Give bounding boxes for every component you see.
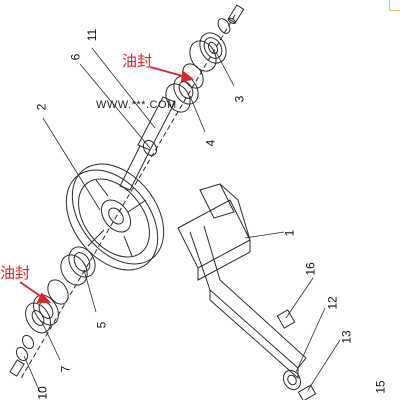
bearing-7 [25,279,69,334]
part-number-11: 11 [85,28,100,42]
part-number-13: 13 [339,330,354,344]
oil-seal-label-left: 油封 [0,264,31,282]
clip-16 [276,309,296,329]
part-number-5: 5 [94,321,109,329]
bearing-4 [165,63,204,113]
frame-1 [177,183,307,380]
bearing-3 [189,32,227,72]
part-number-4: 4 [203,139,218,147]
hand-wheel-2 [65,163,165,271]
callout-arrows [19,66,195,303]
top-washer [217,18,231,34]
bottom-nut [9,334,35,377]
oil-seal-label-top: 油封 [122,52,153,70]
part-number-12: 12 [325,296,340,310]
bearing-5 [60,246,96,286]
top-nut [227,4,245,24]
parts-12-13 [282,369,317,400]
part-number-2: 2 [34,103,49,111]
part-number-3: 3 [232,95,247,103]
part-number-7: 7 [58,365,73,373]
part-number-1: 1 [282,229,297,237]
part-number-10: 10 [35,386,50,400]
part-number-15: 15 [373,380,388,394]
part-number-16: 16 [303,262,318,276]
leader-lines [23,47,341,393]
part-number-6: 6 [68,53,83,61]
axle-centerline [19,14,236,381]
watermark-text: WWW.***.COM [96,99,177,111]
corner-mark [389,0,400,11]
